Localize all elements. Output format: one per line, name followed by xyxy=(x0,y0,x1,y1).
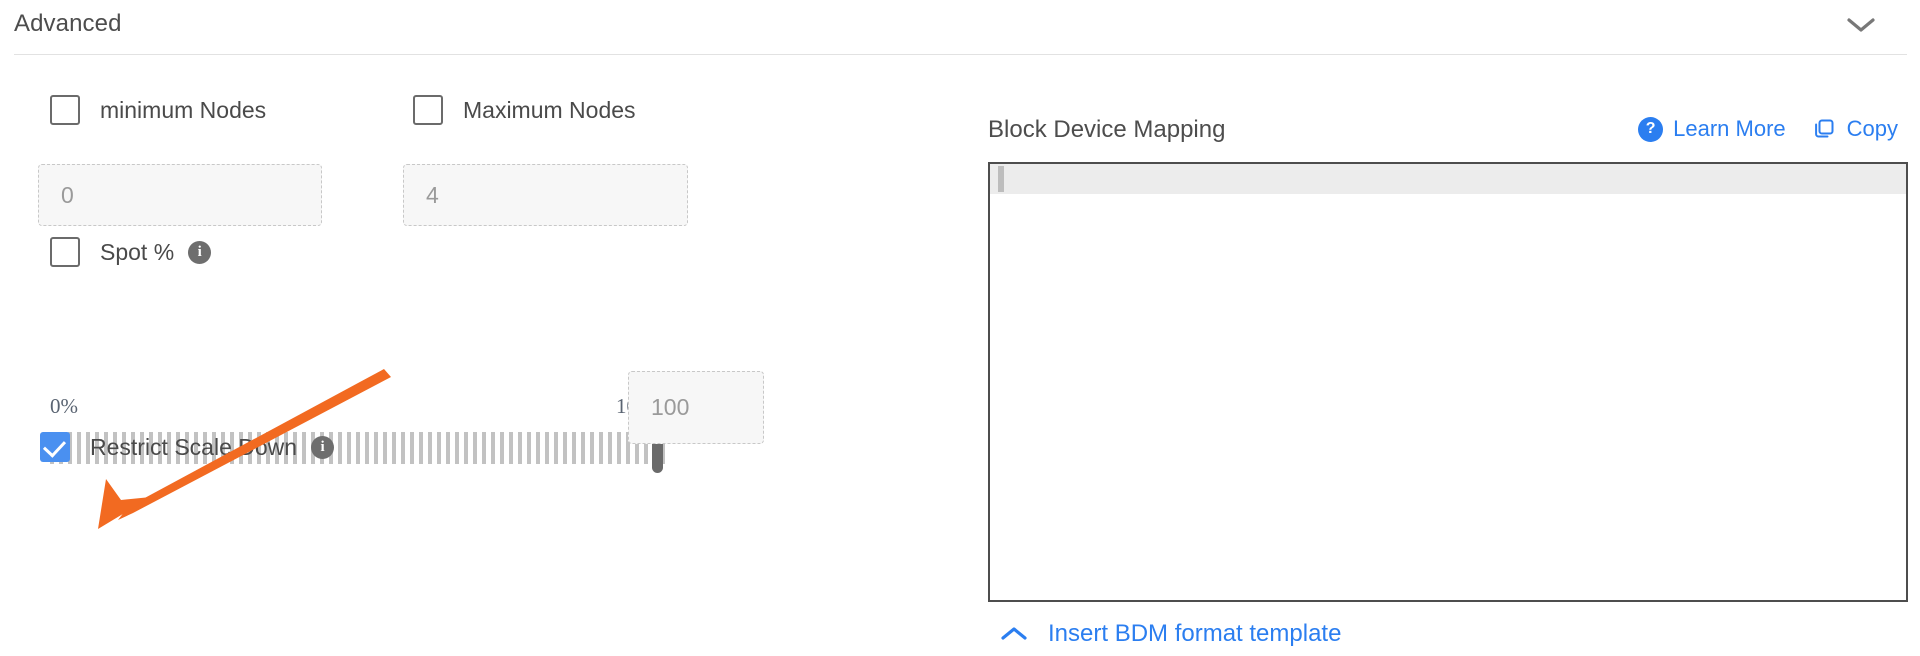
minimum-nodes-label: minimum Nodes xyxy=(100,96,267,123)
insert-bdm-template-label: Insert BDM format template xyxy=(1048,620,1342,647)
restrict-scale-down-label: Restrict Scale Down xyxy=(90,433,298,460)
spot-percent-value-input[interactable]: 100 xyxy=(628,371,764,444)
maximum-nodes-input[interactable]: 4 xyxy=(403,164,688,226)
block-device-mapping-actions: ? Learn More Copy xyxy=(1638,116,1898,142)
spot-percent-label: Spot % xyxy=(100,238,175,265)
copy-icon xyxy=(1814,119,1834,137)
restrict-scale-down-checkbox[interactable] xyxy=(40,432,70,462)
spot-percent-row: Spot % i xyxy=(50,237,212,267)
maximum-nodes-label: Maximum Nodes xyxy=(463,96,636,123)
restrict-scale-down-info-icon[interactable]: i xyxy=(311,435,335,459)
spot-percent-info-icon[interactable]: i xyxy=(188,240,212,264)
collapse-panel-button[interactable] xyxy=(1844,11,1878,39)
minimum-nodes-input[interactable]: 0 xyxy=(38,164,322,226)
learn-more-label: Learn More xyxy=(1673,116,1786,141)
advanced-left-settings: minimum Nodes Maximum Nodes 0 4 Spot % i… xyxy=(0,54,980,656)
slider-min-label: 0% xyxy=(50,394,78,418)
minimum-nodes-checkbox[interactable] xyxy=(50,95,80,125)
restrict-scale-down-row: Restrict Scale Down i xyxy=(40,432,335,462)
minimum-nodes-row: minimum Nodes xyxy=(50,95,266,125)
chevron-up-icon xyxy=(1001,627,1027,640)
block-device-mapping-title: Block Device Mapping xyxy=(988,116,1226,143)
editor-caret xyxy=(998,166,1004,192)
maximum-nodes-row: Maximum Nodes xyxy=(413,95,636,125)
page-title: Advanced xyxy=(14,10,122,37)
block-device-mapping-editor[interactable] xyxy=(988,162,1908,602)
learn-more-link[interactable]: ? Learn More xyxy=(1638,116,1786,142)
editor-active-line-highlight xyxy=(990,164,1906,194)
block-device-mapping-section: Block Device Mapping ? Learn More Copy I… xyxy=(988,54,1908,656)
spot-percent-checkbox[interactable] xyxy=(50,237,80,267)
header-divider xyxy=(14,54,1907,55)
copy-button[interactable]: Copy xyxy=(1812,116,1898,142)
advanced-panel-header: Advanced xyxy=(0,0,1920,54)
question-circle-icon: ? xyxy=(1638,116,1664,142)
copy-label: Copy xyxy=(1846,116,1898,141)
insert-bdm-template-link[interactable]: Insert BDM format template xyxy=(1000,620,1341,648)
chevron-down-icon xyxy=(1847,18,1875,32)
spot-percent-slider-thumb[interactable] xyxy=(652,425,663,473)
maximum-nodes-checkbox[interactable] xyxy=(413,95,443,125)
